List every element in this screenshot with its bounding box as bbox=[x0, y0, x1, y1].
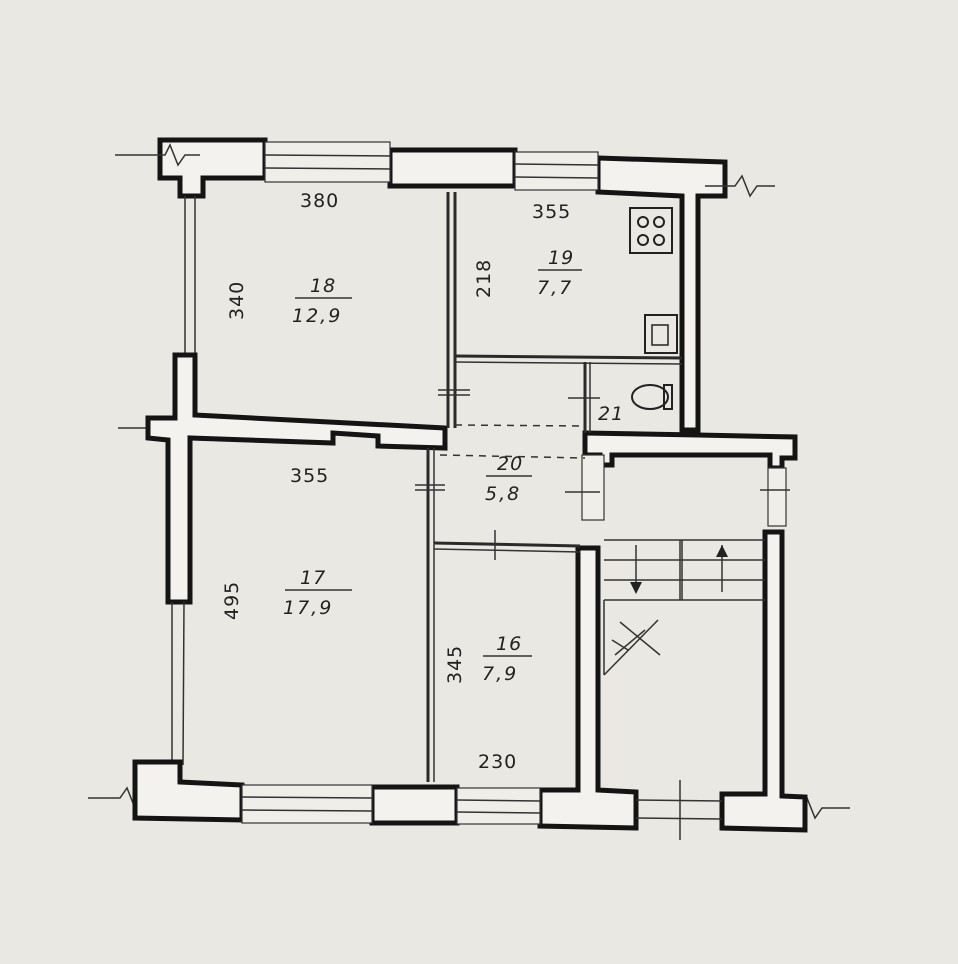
stairwell-walls bbox=[581, 430, 798, 527]
svg-text:17: 17 bbox=[300, 567, 326, 589]
window-room-16 bbox=[456, 787, 541, 825]
room-21-label: 21 bbox=[598, 403, 624, 425]
svg-text:5,8: 5,8 bbox=[485, 483, 521, 505]
dim-room19-width: 355 bbox=[532, 201, 571, 223]
svg-text:19: 19 bbox=[548, 247, 574, 269]
window-room-19 bbox=[514, 151, 599, 191]
sink-icon bbox=[644, 314, 678, 354]
svg-text:17,9: 17,9 bbox=[283, 597, 333, 619]
svg-text:16: 16 bbox=[496, 633, 522, 655]
svg-text:21: 21 bbox=[598, 403, 624, 425]
partitions bbox=[415, 192, 790, 782]
stair-arrow-down-icon bbox=[630, 545, 642, 594]
stairs bbox=[603, 539, 765, 676]
window-room-18 bbox=[264, 141, 391, 183]
svg-text:20: 20 bbox=[497, 453, 523, 475]
dim-room18-width: 380 bbox=[300, 190, 339, 212]
room-16-label: 16 7,9 bbox=[482, 633, 532, 685]
stair-arrow-up-icon bbox=[716, 545, 728, 592]
dim-room16-width: 230 bbox=[478, 751, 517, 773]
break-marks bbox=[88, 143, 850, 820]
svg-text:7,9: 7,9 bbox=[482, 663, 518, 685]
stove-icon bbox=[629, 207, 673, 254]
svg-text:18: 18 bbox=[310, 275, 336, 297]
dim-room17-height: 495 bbox=[221, 581, 243, 620]
dim-room17-width: 355 bbox=[290, 465, 329, 487]
toilet-icon bbox=[631, 384, 673, 410]
dim-room18-height: 340 bbox=[226, 281, 248, 320]
svg-text:7,7: 7,7 bbox=[537, 277, 573, 299]
dim-room19-height: 218 bbox=[473, 259, 495, 298]
dim-room16-height: 345 bbox=[444, 645, 466, 684]
top-wall bbox=[157, 137, 728, 433]
left-wall bbox=[145, 196, 448, 766]
bottom-wall bbox=[132, 529, 808, 840]
room-18-label: 18 12,9 bbox=[292, 275, 352, 327]
room-19-label: 19 7,7 bbox=[537, 247, 582, 299]
room-17-label: 17 17,9 bbox=[283, 567, 352, 619]
svg-text:12,9: 12,9 bbox=[292, 305, 342, 327]
window-room-17 bbox=[241, 784, 373, 824]
room-20-label: 20 5,8 bbox=[485, 453, 532, 505]
